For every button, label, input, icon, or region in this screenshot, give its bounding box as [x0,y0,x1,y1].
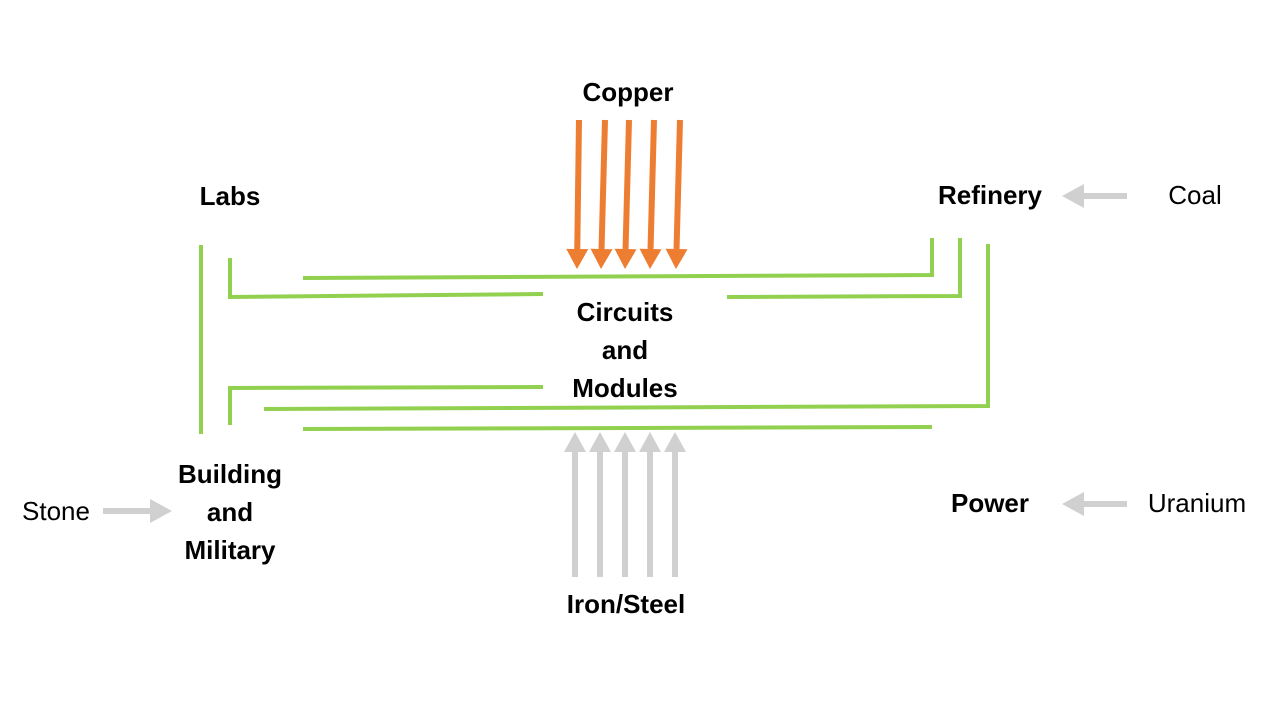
coal-label: Coal [1168,180,1222,210]
circuits-label-line1: Circuits [576,297,674,327]
iron-arrow [589,432,611,577]
iron-arrow [639,432,661,577]
iron-steel-label: Iron/Steel [566,589,686,619]
green-connector-lines [199,238,990,434]
building-label-line2: and [206,497,254,527]
stone-label: Stone [22,496,90,526]
copper-arrows [566,119,688,269]
refinery-label: Refinery [937,180,1043,210]
refinery-top-connector [302,238,934,280]
building-label-line1: Building [178,459,282,489]
copper-arrow [590,119,613,269]
copper-label: Copper [582,77,674,107]
labs-lower-connector [228,385,544,425]
copper-arrow [639,119,662,269]
circuits-label-line2: and [601,335,649,365]
labs-upper-connector [228,258,544,300]
copper-arrow [566,119,589,269]
copper-arrow [614,119,637,269]
labs-label: Labs [199,181,261,211]
building-label-line3: Military [184,535,276,565]
bottom-connector [302,425,933,431]
uranium-label: Uranium [1147,488,1247,518]
iron-arrow [614,432,636,577]
circuits-label-line3: Modules [572,373,678,403]
iron-arrows [564,432,686,577]
iron-arrow [564,432,586,577]
power-label: Power [950,488,1030,518]
iron-arrow [664,432,686,577]
refinery-mid-connector [726,238,962,299]
stone-arrow [103,499,172,523]
circuits-modules-label: Circuits and Modules [545,293,705,407]
uranium-arrow [1062,492,1127,516]
refinery-outer-connector [263,244,990,411]
coal-arrow [1062,184,1127,208]
copper-arrow [665,119,688,269]
building-military-label: Building and Military [160,455,300,569]
side-arrows [103,184,1127,523]
